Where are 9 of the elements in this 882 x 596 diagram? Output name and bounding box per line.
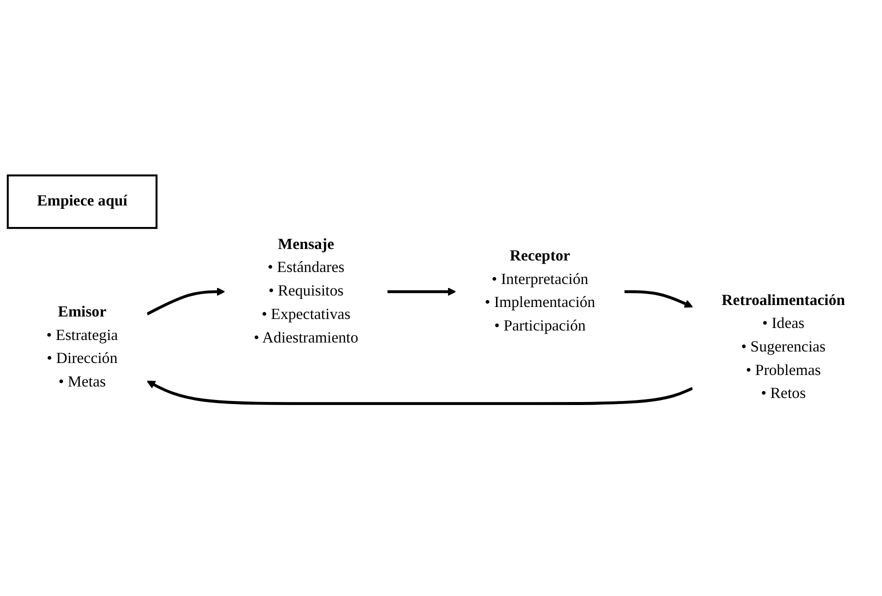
node-box: Empiece aquí xyxy=(6,174,158,229)
node-text: Receptor • Interpretación • Implementación • Participación xyxy=(484,248,596,334)
node-text: Emisor • Estrategia • Dirección • Metas xyxy=(46,304,118,390)
arrow xyxy=(387,287,456,296)
arrow xyxy=(146,380,694,406)
node-text: Mensaje • Estándares • Requisitos • Expectativas • Adiestramiento xyxy=(254,236,358,346)
arrow xyxy=(146,287,226,316)
node-text: Retroalimentación • Ideas • Sugerencias • Problemas • Retos xyxy=(722,292,846,402)
arrow xyxy=(624,290,693,308)
